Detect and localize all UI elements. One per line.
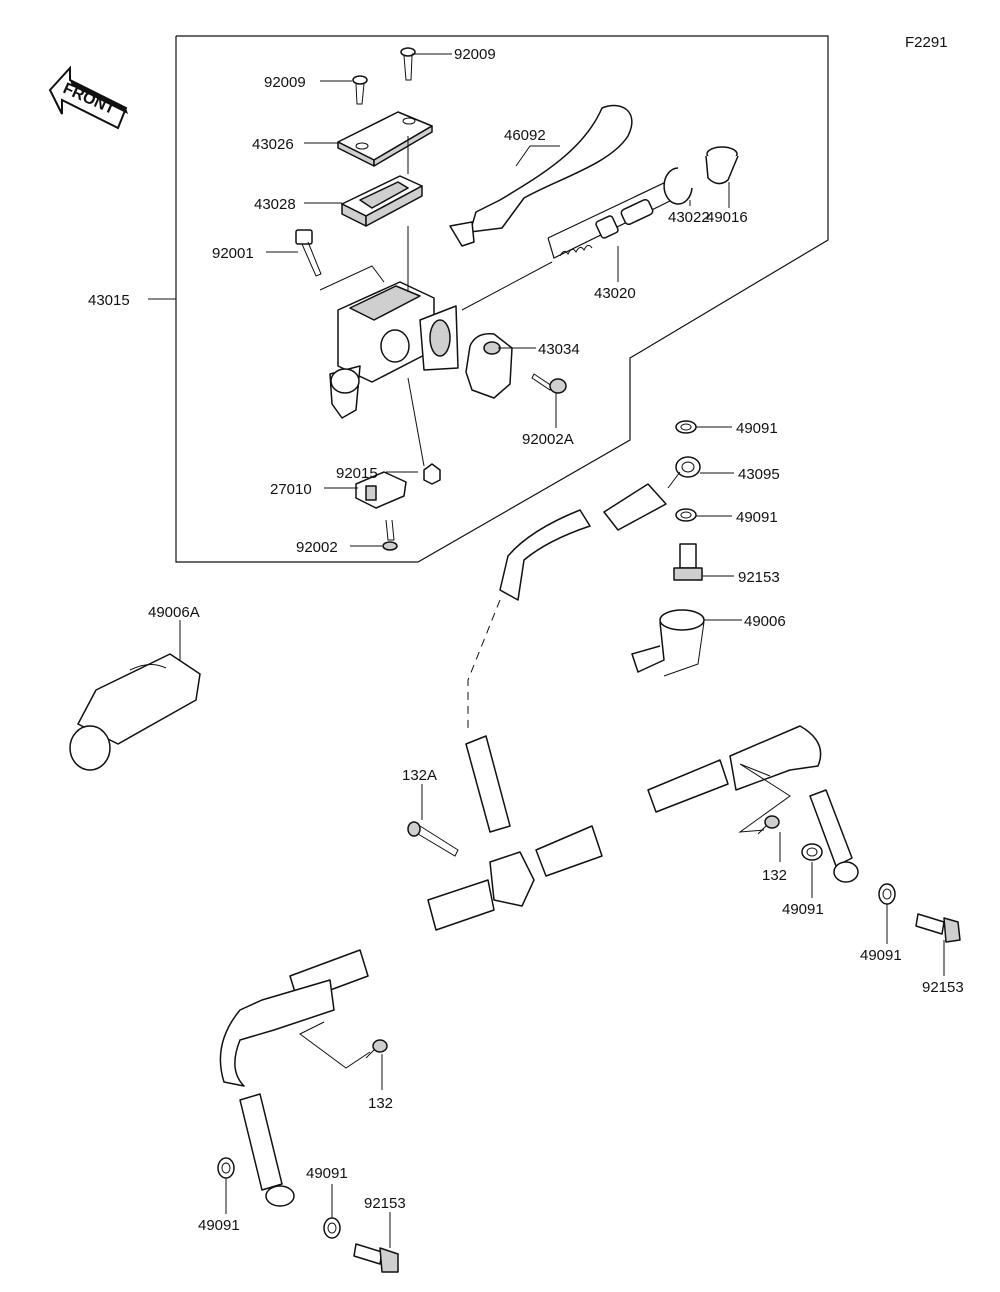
label-49091-right-a: 49091 xyxy=(782,901,824,918)
upper-brake-hose xyxy=(499,471,681,601)
label-43020: 43020 xyxy=(594,285,636,302)
front-arrow-icon: FRONT xyxy=(48,65,128,130)
screw-92009-left xyxy=(352,75,368,105)
label-92153-top: 92153 xyxy=(738,569,780,586)
banjo-43095 xyxy=(675,456,701,478)
cap-49006A xyxy=(69,653,201,771)
cap-49006 xyxy=(631,609,705,677)
washer-49091-right-a xyxy=(801,843,823,861)
label-92002: 92002 xyxy=(296,539,338,556)
circlip-43022 xyxy=(663,167,693,205)
label-92009-upper: 92009 xyxy=(454,46,496,63)
lever-46092 xyxy=(449,104,633,247)
label-49091-mid: 49091 xyxy=(736,509,778,526)
label-46092: 46092 xyxy=(504,127,546,144)
bolt-92153-top xyxy=(673,543,703,581)
diaphragm-43028 xyxy=(341,175,423,227)
label-132-right: 132 xyxy=(762,867,787,884)
bolt-132-right xyxy=(757,815,780,835)
bolt-132-left xyxy=(365,1039,388,1059)
piston-kit-43020 xyxy=(559,198,654,257)
label-132-left: 132 xyxy=(368,1095,393,1112)
label-49006A: 49006A xyxy=(148,604,200,621)
figure-id: F2291 xyxy=(905,34,948,51)
hose-dashed-link xyxy=(467,599,501,730)
washer-49091-mid xyxy=(675,508,697,522)
label-43034: 43034 xyxy=(538,341,580,358)
switch-27010 xyxy=(355,471,407,509)
bolt-92153-left xyxy=(353,1243,399,1273)
washer-49091-top xyxy=(675,420,697,434)
label-43026: 43026 xyxy=(252,136,294,153)
label-92015: 92015 xyxy=(336,465,378,482)
label-49091-right-b: 49091 xyxy=(860,947,902,964)
assembly-43015-boundary xyxy=(175,35,829,563)
bolt-92002A xyxy=(531,373,567,394)
washer-49091-left-b xyxy=(323,1217,341,1239)
leader-lines xyxy=(148,53,945,1248)
label-49091-left-a: 49091 xyxy=(198,1217,240,1234)
label-43022: 43022 xyxy=(668,209,710,226)
bolt-92001 xyxy=(295,229,322,277)
label-132A: 132A xyxy=(402,767,437,784)
screw-92009-upper xyxy=(400,47,416,81)
holder-43034 xyxy=(465,333,513,399)
washer-49091-left-a xyxy=(217,1157,235,1179)
label-92153-right: 92153 xyxy=(922,979,964,996)
boot-49016 xyxy=(705,146,739,185)
label-49091-top: 49091 xyxy=(736,420,778,437)
label-43095: 43095 xyxy=(738,466,780,483)
label-43028: 43028 xyxy=(254,196,296,213)
label-49006: 49006 xyxy=(744,613,786,630)
label-27010: 27010 xyxy=(270,481,312,498)
label-92153-left: 92153 xyxy=(364,1195,406,1212)
label-92001: 92001 xyxy=(212,245,254,262)
label-92002A: 92002A xyxy=(522,431,574,448)
cap-43026 xyxy=(337,111,433,167)
lower-brake-hose xyxy=(219,725,859,1207)
screw-92002 xyxy=(382,519,398,551)
nut-92015 xyxy=(423,463,441,485)
part-labels: 92009 92009 43026 46092 43028 49016 4302… xyxy=(88,46,964,1234)
label-49016: 49016 xyxy=(706,209,748,226)
washer-49091-right-b xyxy=(878,883,896,905)
bolt-92153-right xyxy=(915,913,961,943)
label-92009-left: 92009 xyxy=(264,74,306,91)
label-49091-left-b: 49091 xyxy=(306,1165,348,1182)
label-43015: 43015 xyxy=(88,292,130,309)
bolt-132A xyxy=(407,821,459,857)
master-cylinder-body xyxy=(329,281,459,419)
